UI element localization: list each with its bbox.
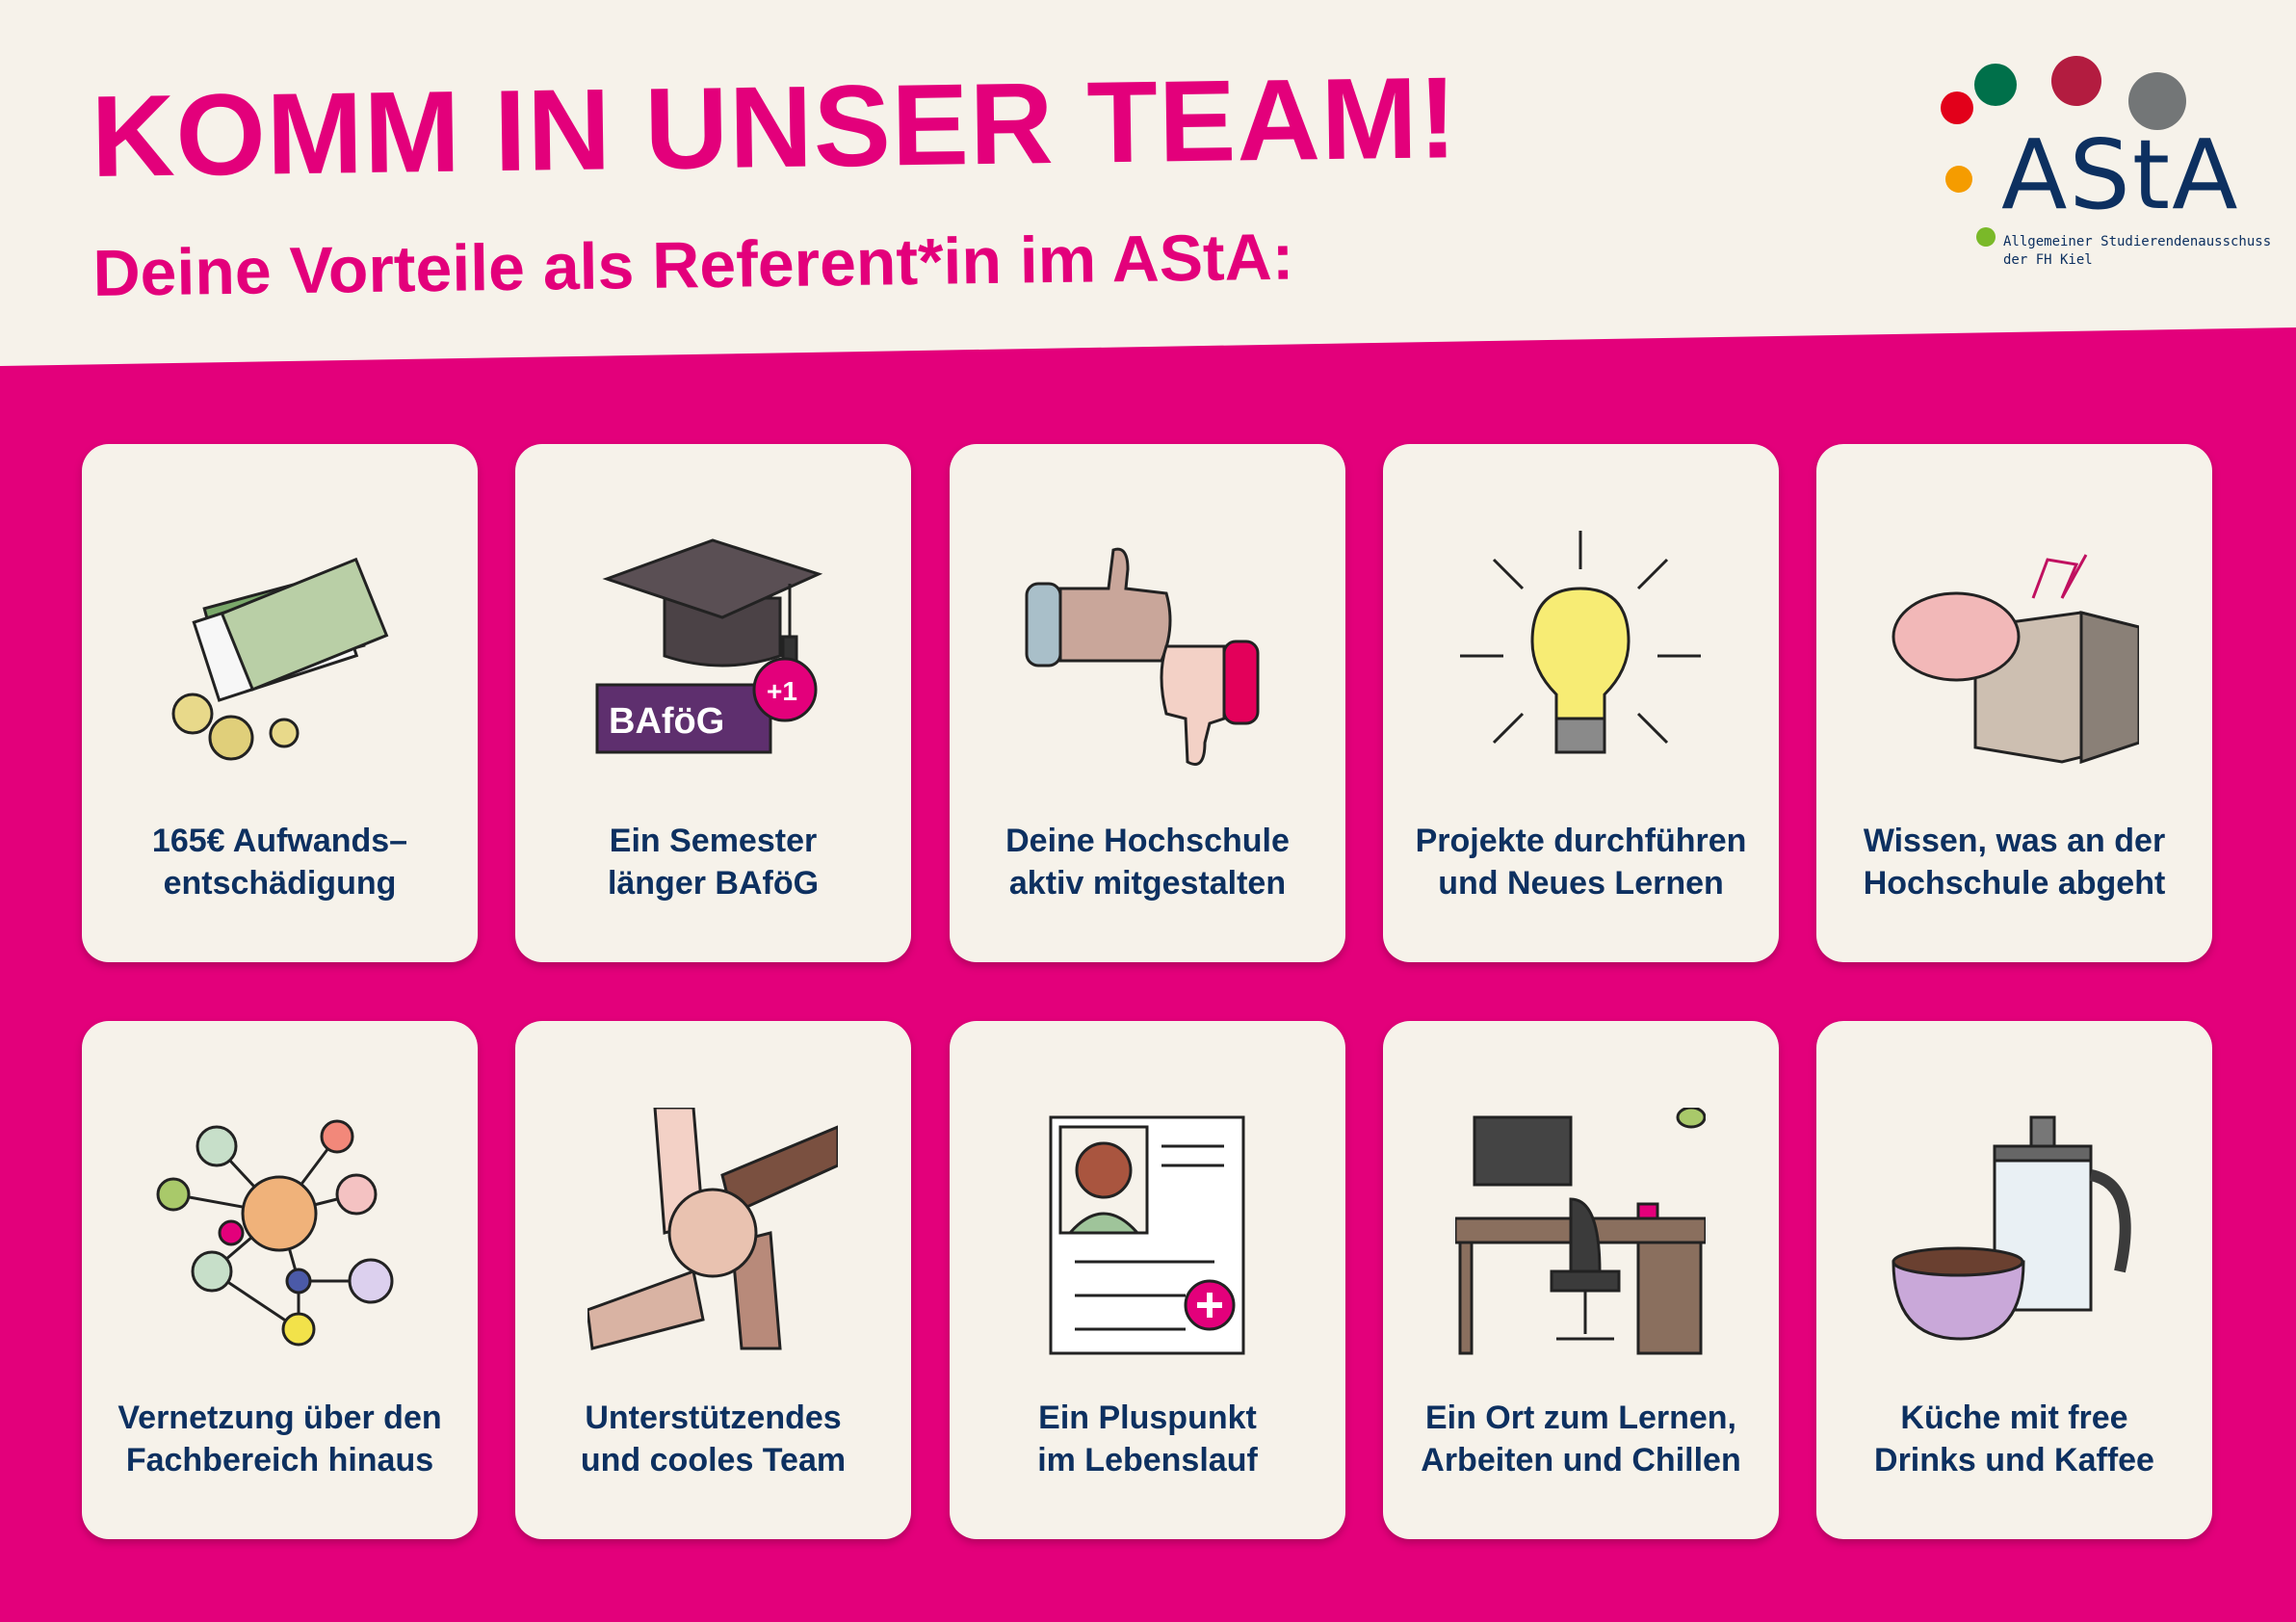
benefit-label: 165€ Aufwands–entschädigung <box>151 823 408 902</box>
brain-building-icon <box>1892 554 2139 765</box>
logo-dot <box>1945 166 1972 193</box>
cv-icon <box>1049 1115 1245 1355</box>
benefit-card-allowance: 165€ Aufwands–entschädigung <box>82 444 478 962</box>
page-subtitle: Deine Vorteile als Referent*in im AStA: <box>91 220 1294 310</box>
plus-one-badge: +1 <box>767 676 797 706</box>
thumbs-icon <box>1025 547 1260 766</box>
logo-dot <box>2051 56 2101 106</box>
logo-dot <box>2128 72 2186 130</box>
lightbulb-icon <box>1460 531 1701 754</box>
benefit-label: Ein Ort zum Lernen,Arbeiten und Chillen <box>1421 1400 1741 1478</box>
page-title: Komm in unser Team! <box>90 53 1459 201</box>
logo-dot <box>1974 64 2017 106</box>
graduation-cap-icon: BAföG +1 <box>595 538 823 754</box>
benefit-card-workspace: Ein Ort zum Lernen,Arbeiten und Chillen <box>1383 1021 1779 1539</box>
hands-icon <box>587 1108 838 1350</box>
logo-dot <box>1941 92 1973 124</box>
network-icon <box>156 1119 394 1347</box>
header-band <box>0 0 2296 366</box>
logo-dot <box>1976 227 1996 247</box>
desk-icon <box>1455 1108 1706 1355</box>
money-icon <box>171 557 389 761</box>
logo-wordmark: AStA <box>2001 118 2240 231</box>
bafoeg-badge: BAföG <box>609 701 724 742</box>
coffee-icon <box>1892 1115 2131 1341</box>
